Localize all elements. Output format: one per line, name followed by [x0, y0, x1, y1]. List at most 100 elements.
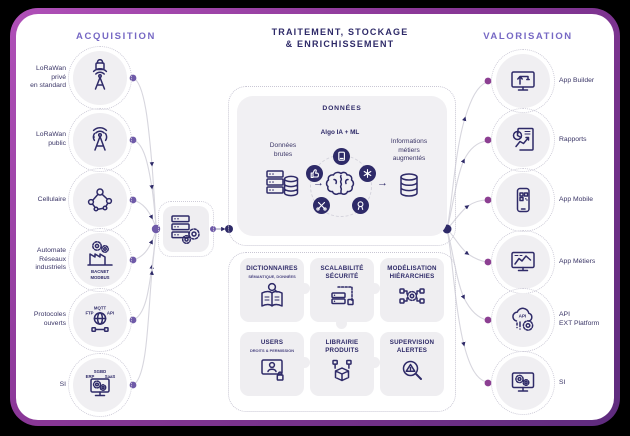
donnees-title: DONNÉES [322, 105, 362, 112]
valorisation-item-si: SI [491, 351, 611, 415]
item-circle [491, 108, 555, 172]
item-label: App Métiers [559, 257, 596, 265]
monitor-chart-icon [511, 251, 535, 272]
item-circle: SGBD ERP SaaS [68, 353, 132, 417]
system-label-saas: SaaS [105, 374, 116, 379]
valorisation-item-api-ext: API API EXT Platform [491, 288, 611, 352]
donnees-brutes-label: Données brutes [269, 142, 297, 158]
globe-protocols-icon: MQTT FTP API [85, 306, 114, 332]
system-label-sgbd: SGBD [94, 369, 106, 374]
tile-title: MODÉLISATION HIÉRARCHIES [387, 265, 437, 280]
cloud-api-label: API [519, 314, 527, 319]
connection-dots [129, 74, 492, 389]
tile-subtitle: DROITS & PERMISSION [249, 347, 295, 353]
item-label: Cellulaire [37, 195, 66, 203]
item-label: LoRaWan privé en standard [30, 64, 66, 90]
item-label: API EXT Platform [559, 311, 600, 327]
valorisation-item-rapports: Rapports [491, 108, 611, 172]
tile-scalabilite: SCALABILITÉ SÉCURITÉ [310, 258, 380, 329]
tile-title: LIBRAIRIE PRODUITS [325, 339, 359, 354]
algo-badge-thumbs-up [306, 165, 323, 182]
system-label-erp: ERP [86, 374, 95, 379]
algo-ring [306, 148, 376, 217]
modules-dotted-outline [228, 252, 456, 412]
arrow-right-icon: → [377, 177, 388, 189]
gear-hierarchy-icon [399, 287, 425, 304]
database-icon [400, 173, 418, 197]
tile-supervision: SUPERVISION ALERTES [380, 332, 444, 396]
algo-badge-gear [359, 165, 376, 182]
item-circle [68, 168, 132, 232]
item-circle [68, 108, 132, 172]
tile-librairie: LIBRAIRIE PRODUITS [310, 332, 380, 396]
item-circle [491, 351, 555, 415]
algo-label: Algo IA + ML [320, 129, 360, 136]
book-search-icon [261, 282, 283, 307]
item-circle [491, 230, 555, 294]
item-circle: API [491, 288, 555, 352]
monitor-crane-icon [511, 71, 535, 91]
item-label: LoRaWan public [36, 131, 66, 147]
item-circle [68, 46, 132, 110]
factory-gears-icon [87, 241, 113, 266]
item-circle: BACNET MODBUS [68, 228, 132, 292]
tile-dictionnaires: DICTIONNAIRES SÉMANTIQUE, DONNÉES [240, 258, 310, 322]
antenna-icon [92, 126, 108, 151]
algo-badge-medal [352, 197, 369, 214]
valorisation-item-app-builder: App Builder [491, 49, 611, 113]
item-circle: MQTT FTP API [68, 288, 132, 352]
hub-node [158, 201, 214, 257]
alert-search-icon [402, 360, 422, 380]
modules-grid: DICTIONNAIRES SÉMANTIQUE, DONNÉES SCALAB… [240, 258, 444, 396]
computer-gears-icon: SGBD ERP SaaS [86, 369, 116, 397]
network-nodes-icon [87, 188, 113, 212]
informations-label: Informations métiers augmentés [390, 138, 428, 163]
server-scale-icon [331, 285, 354, 305]
lock-antenna-icon [92, 59, 108, 90]
item-label: Rapports [559, 135, 587, 143]
acquisition-item-si: SI SGBD ERP SaaS [22, 353, 132, 417]
algo-badge-report [332, 148, 350, 165]
acquisition-item-protocoles: Protocoles ouverts MQTT FTP API [22, 288, 132, 352]
computer-gears-icon [511, 372, 535, 392]
icon-caption: BACNET MODBUS [90, 269, 110, 280]
item-label: Automate Réseaux industriels [35, 246, 66, 272]
tile-title: SCALABILITÉ SÉCURITÉ [320, 265, 364, 280]
valorisation-header: VALORISATION [483, 31, 573, 42]
item-label: App Builder [559, 76, 595, 84]
algo-badge-tools [313, 197, 330, 214]
acquisition-item-automate: Automate Réseaux industriels BACNET MODB… [22, 228, 132, 292]
item-label: SI [59, 380, 66, 388]
acquisition-item-lorawan-public: LoRaWan public [22, 108, 132, 172]
server-gears-icon [171, 215, 200, 245]
protocol-label-ftp: FTP [85, 311, 93, 316]
report-chart-icon [512, 127, 534, 151]
item-circle [491, 49, 555, 113]
valorisation-item-app-mobile: App Mobile [491, 168, 611, 232]
tile-title: USERS [260, 339, 284, 346]
item-label: App Mobile [559, 195, 594, 203]
smartphone-icon [516, 187, 530, 213]
acquisition-item-cellulaire: Cellulaire [22, 168, 132, 232]
protocol-label-api: API [107, 311, 114, 316]
item-circle [491, 168, 555, 232]
cloud-api-gear-icon: API [512, 307, 534, 331]
package-links-icon [332, 359, 352, 381]
donnees-panel: DONNÉES Données brutes → Algo IA + ML [237, 96, 447, 236]
acquisition-item-lorawan-prive: LoRaWan privé en standard [22, 46, 132, 110]
item-label: SI [559, 378, 566, 386]
tile-title: SUPERVISION ALERTES [389, 339, 435, 354]
brain-icon [325, 171, 355, 195]
item-label: Protocoles ouverts [33, 311, 66, 327]
acquisition-header: ACQUISITION [76, 31, 156, 42]
tile-subtitle: SÉMANTIQUE, DONNÉES [248, 273, 296, 279]
tile-users: USERS DROITS & PERMISSION [240, 332, 310, 396]
user-lock-icon [261, 359, 284, 381]
tile-title: DICTIONNAIRES [246, 265, 298, 272]
server-database-icon [266, 170, 299, 197]
protocol-label-mqtt: MQTT [94, 306, 107, 311]
donnees-dotted-outline [228, 86, 456, 246]
middle-header: TRAITEMENT, STOCKAGE & ENRICHISSEMENT [271, 27, 409, 50]
